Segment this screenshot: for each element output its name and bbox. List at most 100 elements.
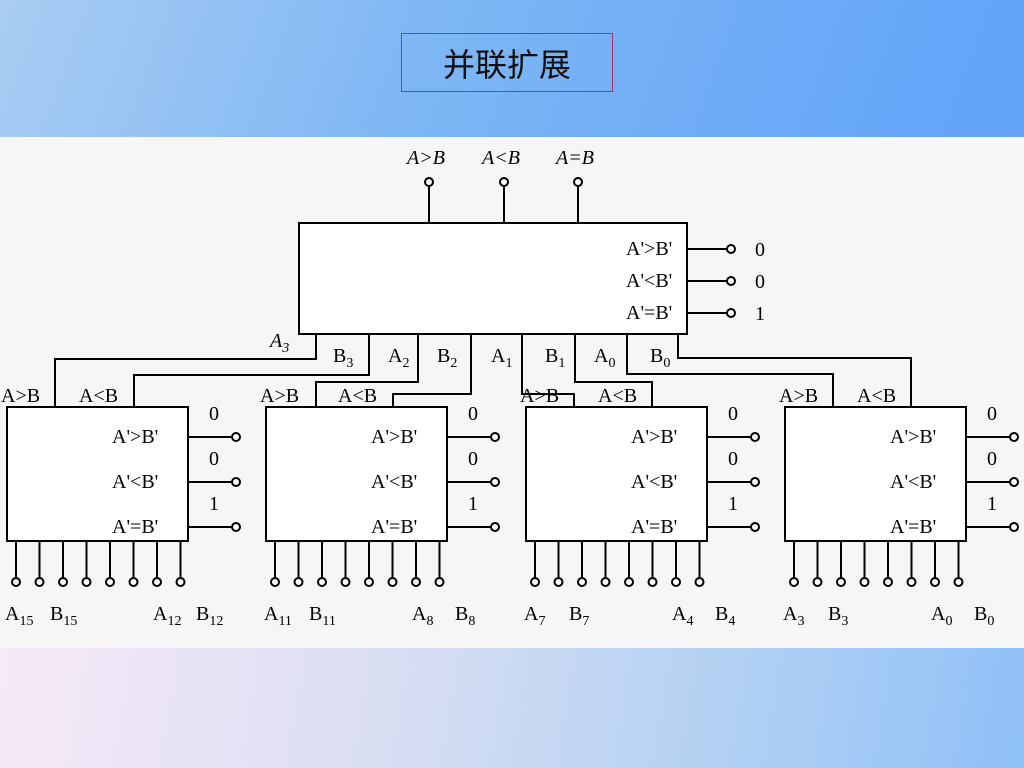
sub-input-terminal	[81, 577, 92, 587]
top-input-label: B3	[333, 345, 353, 371]
sub-input-terminal	[270, 577, 280, 587]
top-port-value: 1	[755, 303, 765, 325]
sub-input-terminal	[906, 577, 917, 587]
sub-input-terminal	[812, 577, 823, 587]
top-output-label: A>B	[405, 147, 445, 169]
wire-chip2-gt	[315, 353, 419, 407]
sub-input-terminal	[600, 577, 611, 587]
top-input-label: A2	[388, 345, 409, 371]
sub-input-terminal	[152, 577, 162, 587]
sub-pin-label: B4	[715, 603, 735, 629]
top-port-label: A'<B'	[626, 270, 672, 292]
wire-chip4-lt	[677, 353, 912, 407]
top-input-label: A1	[491, 345, 512, 371]
top-input-label: B0	[650, 345, 670, 371]
top-input-label: B2	[437, 345, 457, 371]
sub-port-value: 1	[468, 493, 478, 515]
sub-port-terminal	[1009, 477, 1019, 487]
sub-output-label: A<B	[598, 385, 637, 407]
sub-input-terminal	[175, 577, 186, 587]
sub-input-terminal	[434, 577, 445, 587]
sub-input-terminal	[883, 577, 893, 587]
sub-port-value: 0	[728, 403, 738, 425]
sub-output-label: A>B	[779, 385, 818, 407]
top-output-terminal	[499, 177, 509, 187]
sub-port-label: A'=B'	[890, 516, 936, 538]
sub-pin-label: A7	[524, 603, 545, 629]
sub-input-terminal	[128, 577, 139, 587]
sub-port-label: A'<B'	[371, 471, 417, 493]
page-title: 并联扩展	[401, 33, 613, 92]
top-output-terminal	[573, 177, 583, 187]
sub-port-label: A'>B'	[890, 426, 936, 448]
top-port-value: 0	[755, 239, 765, 261]
sub-port-label: A'<B'	[890, 471, 936, 493]
sub-output-label: A>B	[1, 385, 40, 407]
sub-input-terminal	[34, 577, 45, 587]
sub-pin-label: B15	[50, 603, 77, 629]
sub-port-label: A'=B'	[631, 516, 677, 538]
sub-port-value: 1	[728, 493, 738, 515]
sub-port-label: A'<B'	[112, 471, 158, 493]
sub-pin-label: A15	[5, 603, 33, 629]
sub-port-label: A'>B'	[112, 426, 158, 448]
sub-input-terminal	[58, 577, 68, 587]
sub-port-terminal	[750, 522, 760, 532]
sub-input-terminal	[930, 577, 940, 587]
sub-port-value: 0	[209, 448, 219, 470]
sub-input-terminal	[411, 577, 421, 587]
wire-chip1-lt	[133, 353, 370, 407]
sub-input-terminal	[577, 577, 587, 587]
sub-pin-label: B7	[569, 603, 589, 629]
sub-input-terminal	[11, 577, 21, 587]
sub-port-label: A'=B'	[371, 516, 417, 538]
sub-port-value: 0	[987, 403, 997, 425]
top-a3-label: A3	[268, 330, 289, 356]
sub-port-value: 0	[728, 448, 738, 470]
sub-port-terminal	[490, 477, 500, 487]
wire-chip3-gt	[521, 353, 575, 407]
sub-input-terminal	[789, 577, 799, 587]
sub-port-terminal	[750, 432, 760, 442]
sub-pin-label: B8	[455, 603, 475, 629]
sub-port-terminal	[1009, 522, 1019, 532]
sub-port-terminal	[490, 522, 500, 532]
sub-input-terminal	[340, 577, 351, 587]
sub-pin-label: A0	[931, 603, 952, 629]
sub-port-terminal	[750, 477, 760, 487]
top-input-label: B1	[545, 345, 565, 371]
sub-pin-label: B0	[974, 603, 994, 629]
top-output-terminal	[424, 177, 434, 187]
sub-input-terminal	[647, 577, 658, 587]
sub-pin-label: B11	[309, 603, 336, 629]
top-comparator-chip	[298, 222, 688, 335]
sub-input-terminal	[317, 577, 327, 587]
sub-output-label: A>B	[260, 385, 299, 407]
sub-port-label: A'=B'	[112, 516, 158, 538]
sub-port-value: 0	[209, 403, 219, 425]
sub-port-terminal	[1009, 432, 1019, 442]
sub-port-label: A'>B'	[631, 426, 677, 448]
sub-input-terminal	[859, 577, 870, 587]
wire-chip1-gt	[54, 334, 317, 407]
sub-comparator-chip	[265, 406, 448, 542]
sub-pin-label: A8	[412, 603, 433, 629]
sub-port-value: 0	[987, 448, 997, 470]
sub-output-label: A<B	[79, 385, 118, 407]
top-output-label: A<B	[480, 147, 520, 169]
sub-input-terminal	[530, 577, 540, 587]
sub-input-terminal	[387, 577, 398, 587]
sub-pin-label: A3	[783, 603, 804, 629]
sub-input-terminal	[953, 577, 964, 587]
sub-port-terminal	[231, 477, 241, 487]
sub-port-value: 1	[987, 493, 997, 515]
sub-port-value: 1	[209, 493, 219, 515]
sub-comparator-chip	[784, 406, 967, 542]
bottom-band	[0, 648, 1024, 768]
sub-pin-label: B12	[196, 603, 223, 629]
sub-port-label: A'>B'	[371, 426, 417, 448]
sub-comparator-chip	[525, 406, 708, 542]
top-port-terminal	[726, 276, 736, 286]
sub-port-terminal	[490, 432, 500, 442]
